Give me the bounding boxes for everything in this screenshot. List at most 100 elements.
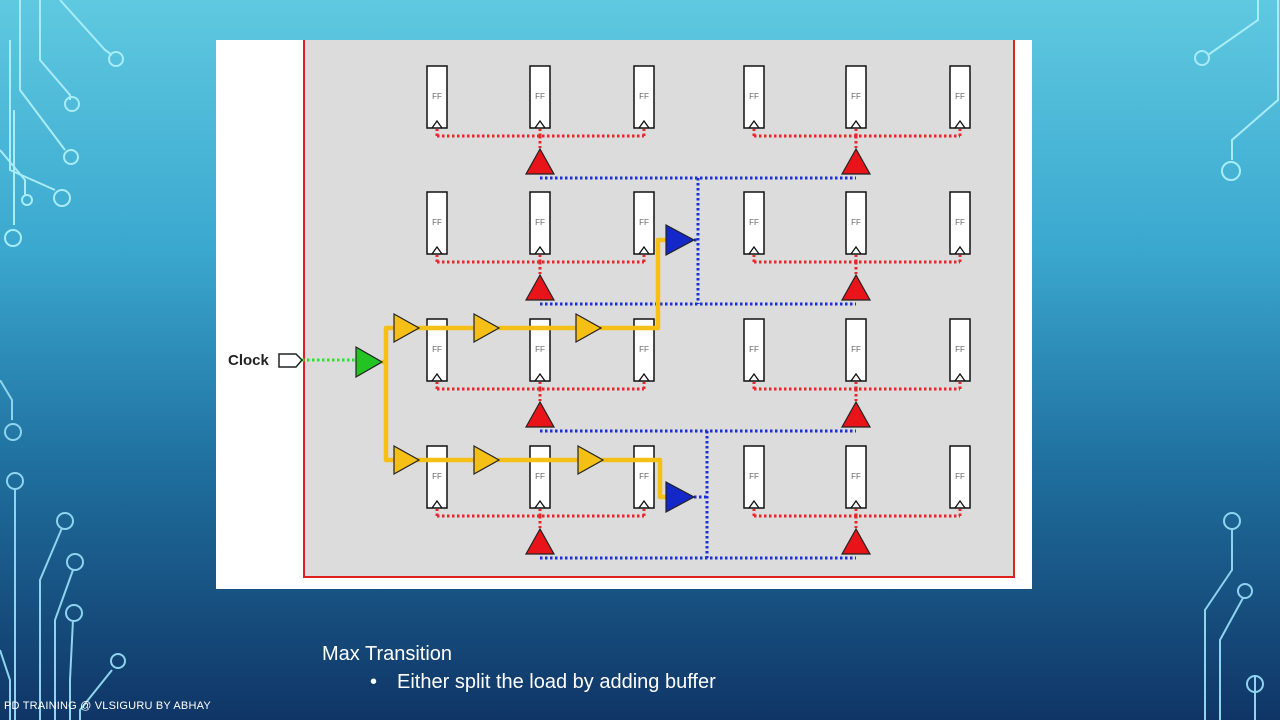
flip-flop: FF (743, 318, 765, 382)
flip-flop-label: FF (639, 92, 649, 101)
clock-pin (850, 372, 862, 382)
flip-flop-body (426, 65, 448, 129)
footer-credit: PD TRAINING @ VLSIGURU BY ABHAY (4, 700, 211, 712)
flip-flop-label: FF (851, 92, 861, 101)
circuit-decoration-bottom-right (1204, 512, 1264, 720)
clock-pin (431, 372, 443, 382)
inserted-buffer (393, 444, 421, 476)
circuit-decoration-left (0, 0, 124, 247)
flip-flop-label: FF (851, 345, 861, 354)
clock-pin (850, 245, 862, 255)
clock-port-pin (278, 353, 304, 368)
flip-flop-body (845, 191, 867, 255)
flip-flop-label: FF (749, 92, 759, 101)
flip-flop: FF (633, 191, 655, 255)
flip-flop-label: FF (639, 345, 649, 354)
flip-flop-label: FF (432, 472, 442, 481)
driver-buffer (524, 527, 556, 555)
clock-pin (431, 499, 443, 509)
circuit-decoration-right (1194, 0, 1279, 181)
flip-flop-body (529, 65, 551, 129)
flip-flop: FF (949, 65, 971, 129)
flip-flop: FF (426, 65, 448, 129)
clock-pin (954, 119, 966, 129)
flip-flop-label: FF (955, 218, 965, 227)
flip-flop-label: FF (955, 345, 965, 354)
driver-buffer (840, 273, 872, 301)
inserted-buffer (473, 312, 501, 344)
clock-pin (638, 245, 650, 255)
bullet-marker: • (370, 671, 378, 693)
flip-flop-body (529, 318, 551, 382)
flip-flop-label: FF (955, 92, 965, 101)
flip-flop-label: FF (851, 472, 861, 481)
clock-pin (638, 372, 650, 382)
flip-flop-body (845, 318, 867, 382)
flip-flop-label: FF (432, 218, 442, 227)
flip-flop: FF (633, 65, 655, 129)
clock-pin (534, 372, 546, 382)
flip-flop-body (633, 65, 655, 129)
flip-flop: FF (426, 191, 448, 255)
flip-flop: FF (743, 65, 765, 129)
flip-flop: FF (529, 191, 551, 255)
flip-flop-label: FF (749, 218, 759, 227)
clock-pin (748, 119, 760, 129)
flip-flop: FF (845, 318, 867, 382)
driver-buffer (840, 527, 872, 555)
clock-tree-figure: FF FF FF FF FF FF FF FF FF FF FF FF FF FF FF FF FF FF FF FF… (216, 40, 1032, 589)
inserted-buffer-net (416, 237, 666, 331)
tree-buffer (665, 223, 696, 257)
flip-flop-body (949, 191, 971, 255)
flip-flop-label: FF (535, 345, 545, 354)
flip-flop: FF (529, 445, 551, 509)
flip-flop-label: FF (639, 472, 649, 481)
flip-flop: FF (845, 65, 867, 129)
clock-pin (954, 499, 966, 509)
flip-flop-body (743, 65, 765, 129)
flip-flop-body (845, 65, 867, 129)
flip-flop: FF (949, 318, 971, 382)
clock-port: Clock (228, 352, 304, 369)
clock-pin (748, 245, 760, 255)
flip-flop: FF (529, 318, 551, 382)
flip-flop-label: FF (535, 218, 545, 227)
flip-flop: FF (949, 191, 971, 255)
flip-flop-body (949, 65, 971, 129)
flip-flop: FF (633, 318, 655, 382)
clock-tree-diagram: FF FF FF FF FF FF FF FF FF FF FF FF FF FF FF FF FF FF FF FF… (228, 40, 1015, 578)
clock-pin (850, 499, 862, 509)
flip-flop-label: FF (432, 92, 442, 101)
flip-flop: FF (949, 445, 971, 509)
bullet-item: • Either split the load by adding buffer (370, 671, 716, 694)
flip-flop: FF (845, 191, 867, 255)
clock-pin (534, 119, 546, 129)
flip-flop-body (743, 445, 765, 509)
flip-flop-label: FF (535, 92, 545, 101)
clock-pin (954, 245, 966, 255)
flip-flop-label: FF (639, 218, 649, 227)
inserted-buffer-net (416, 457, 666, 500)
circuit-decoration-bottom-left (0, 380, 126, 720)
source-buffer (355, 345, 384, 379)
bullet-text: Either split the load by adding buffer (397, 671, 716, 693)
flip-flop-label: FF (535, 472, 545, 481)
clock-pin (748, 372, 760, 382)
flip-flop: FF (426, 445, 448, 509)
clock-pin (431, 119, 443, 129)
clock-pin (534, 499, 546, 509)
flip-flop-label: FF (851, 218, 861, 227)
flip-flop: FF (529, 65, 551, 129)
driver-buffer (840, 400, 872, 428)
clock-pin (534, 245, 546, 255)
flip-flop-body (426, 191, 448, 255)
driver-buffer (524, 400, 556, 428)
driver-buffer (524, 273, 556, 301)
clock-port-label: Clock (228, 352, 270, 369)
flip-flop: FF (633, 445, 655, 509)
flip-flop-label: FF (955, 472, 965, 481)
inserted-buffer (577, 444, 605, 476)
driver-buffer (524, 147, 556, 175)
clock-pin (638, 499, 650, 509)
clock-pin (431, 245, 443, 255)
